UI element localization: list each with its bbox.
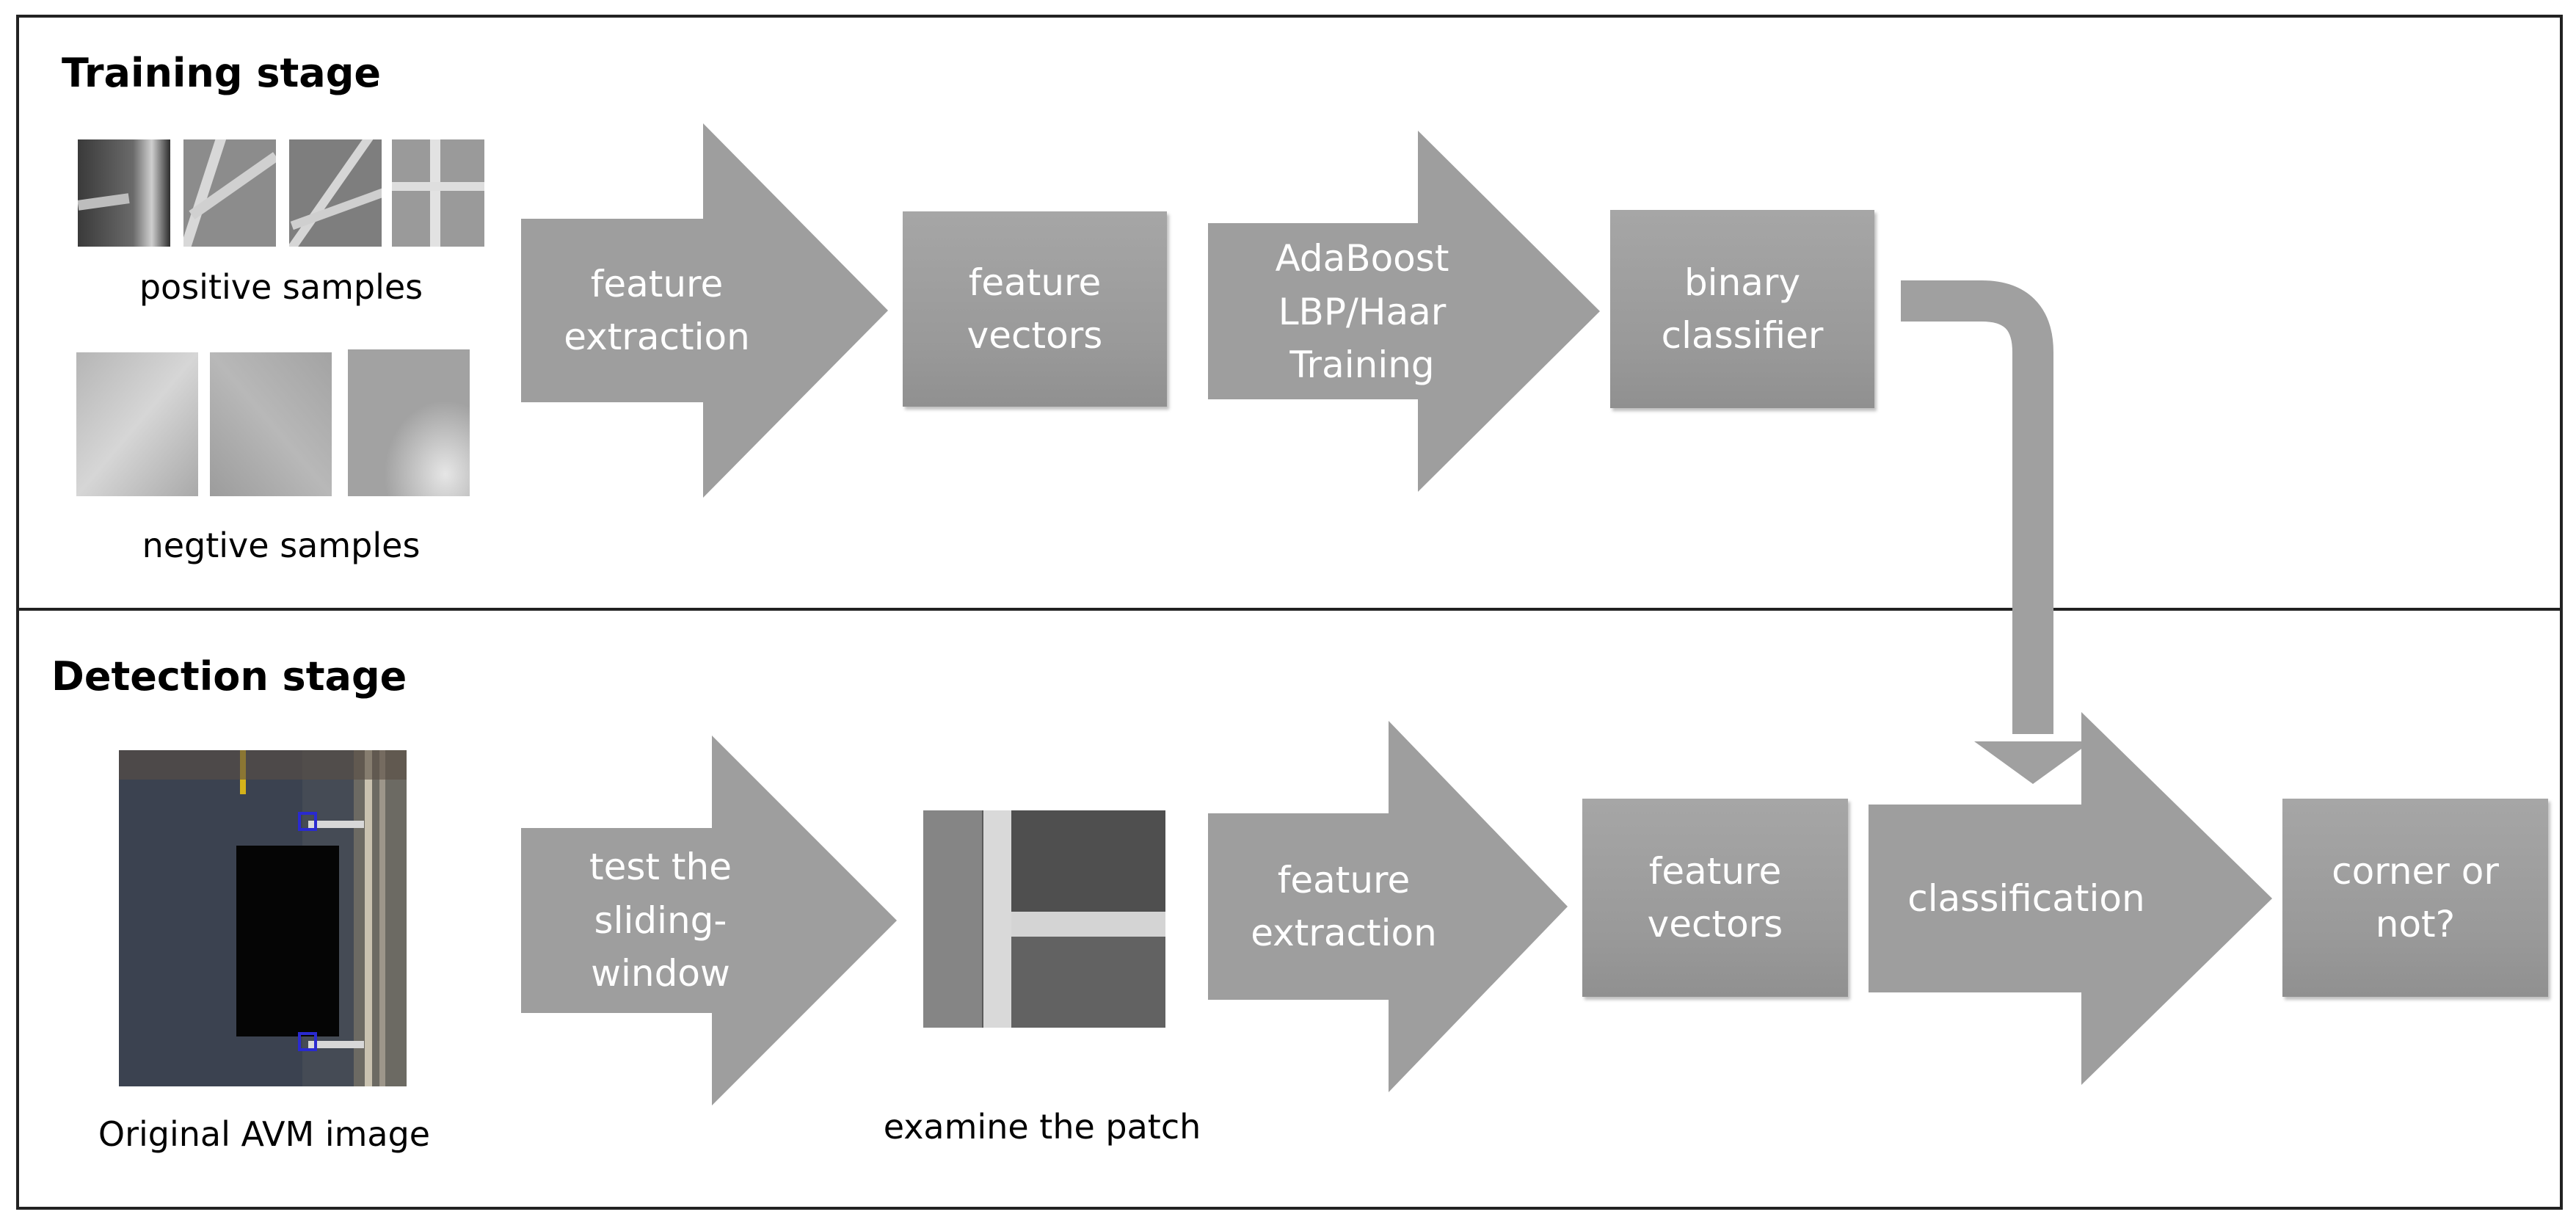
classifier-to-classification-arrow <box>1901 280 2092 784</box>
adaboost-arrow <box>1208 131 1600 492</box>
classification-label: classification <box>1907 876 2145 920</box>
detection-feature-extraction-arrow <box>1208 721 1568 1092</box>
training-stage-title: Training stage <box>62 50 382 96</box>
sliding-window-label: test the sliding- window <box>589 846 732 995</box>
adaboost-label: AdaBoost LBP/Haar Training <box>1275 237 1449 387</box>
feature-extraction-arrow <box>521 123 888 498</box>
feature-extraction-label: feature extraction <box>564 262 750 359</box>
feature-vectors-box: feature vectors <box>903 211 1167 407</box>
negative-sample-2 <box>210 352 332 496</box>
detection-feature-extraction-label: feature extraction <box>1251 858 1437 955</box>
binary-classifier-box: binary classifier <box>1610 210 1874 408</box>
detection-feature-vectors-box: feature vectors <box>1582 799 1848 997</box>
detection-stage-frame <box>16 608 2563 1210</box>
examined-patch <box>923 810 1165 1028</box>
positive-sample-4 <box>392 139 484 247</box>
negative-samples-caption: negtive samples <box>142 526 421 565</box>
positive-sample-3 <box>289 139 382 247</box>
avm-image-caption: Original AVM image <box>98 1114 431 1154</box>
negative-sample-3 <box>348 349 470 496</box>
avm-image <box>119 750 407 1086</box>
positive-sample-1 <box>78 139 170 247</box>
positive-sample-2 <box>183 139 276 247</box>
examine-patch-caption: examine the patch <box>883 1107 1201 1147</box>
classification-arrow <box>1869 712 2272 1085</box>
negative-sample-1 <box>76 352 198 496</box>
corner-or-not-box: corner or not? <box>2282 799 2548 997</box>
positive-samples-caption: positive samples <box>139 267 423 307</box>
sliding-window-arrow <box>521 736 897 1105</box>
detection-stage-title: Detection stage <box>51 653 407 700</box>
